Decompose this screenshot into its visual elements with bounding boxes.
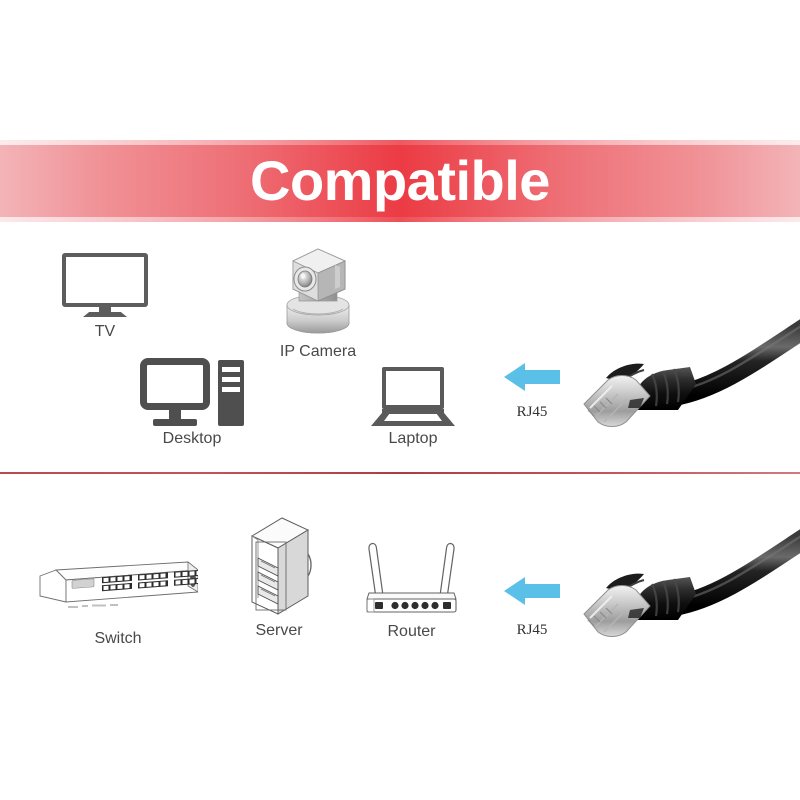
device-server: Server: [246, 514, 312, 639]
tv-stand-base: [83, 312, 127, 317]
tv-stand-neck: [99, 307, 111, 313]
laptop-screen-icon: [382, 367, 444, 409]
connector-label-bottom: RJ45: [516, 622, 548, 638]
laptop-hinge: [382, 409, 444, 413]
section-divider: [0, 472, 800, 474]
device-label-server: Server: [255, 622, 303, 639]
network-switch-icon: [39, 561, 204, 608]
banner-top-highlight: [0, 140, 800, 145]
banner-bottom-highlight: [0, 217, 800, 222]
desktop-stand-foot: [153, 419, 197, 426]
device-tv: TV: [62, 253, 148, 340]
arrow-left-icon: [504, 577, 560, 605]
tower-slot: [222, 387, 240, 392]
compatibility-arrow-top: RJ45: [504, 360, 560, 420]
header-banner: Compatible: [0, 140, 800, 222]
device-switch: Switch: [38, 556, 204, 647]
television-icon: [62, 253, 148, 307]
device-label-switch: Switch: [94, 630, 142, 647]
desktop-monitor-icon: [140, 358, 210, 410]
rj45-cable-bottom: [578, 528, 800, 658]
desktop-tower-icon: [218, 360, 244, 426]
ip-camera-icon: [286, 248, 350, 334]
device-label-desktop: Desktop: [162, 430, 222, 447]
device-ip-camera: IP Camera: [277, 243, 359, 360]
rj45-cable-top: [578, 318, 800, 448]
device-label-laptop: Laptop: [388, 430, 438, 447]
server-rack-icon: [250, 517, 312, 615]
device-label-tv: TV: [94, 323, 116, 340]
device-label-router: Router: [387, 623, 436, 640]
wireless-router-icon: [366, 542, 457, 613]
arrow-left-icon: [504, 363, 560, 391]
laptop-keyboard-deck: [384, 414, 442, 421]
tower-slot: [222, 377, 240, 382]
compatibility-arrow-bottom: RJ45: [504, 574, 560, 638]
tower-slot: [222, 367, 240, 372]
rj45-cable-icon: [583, 319, 800, 427]
desktop-stand-neck: [169, 410, 181, 419]
page-title: Compatible: [250, 149, 550, 212]
device-laptop: Laptop: [371, 367, 455, 447]
device-router: Router: [363, 533, 460, 640]
connector-label-top: RJ45: [516, 404, 548, 420]
device-desktop: Desktop: [140, 358, 244, 447]
rj45-cable-icon: [583, 529, 800, 637]
device-label-ip-camera: IP Camera: [279, 343, 357, 360]
